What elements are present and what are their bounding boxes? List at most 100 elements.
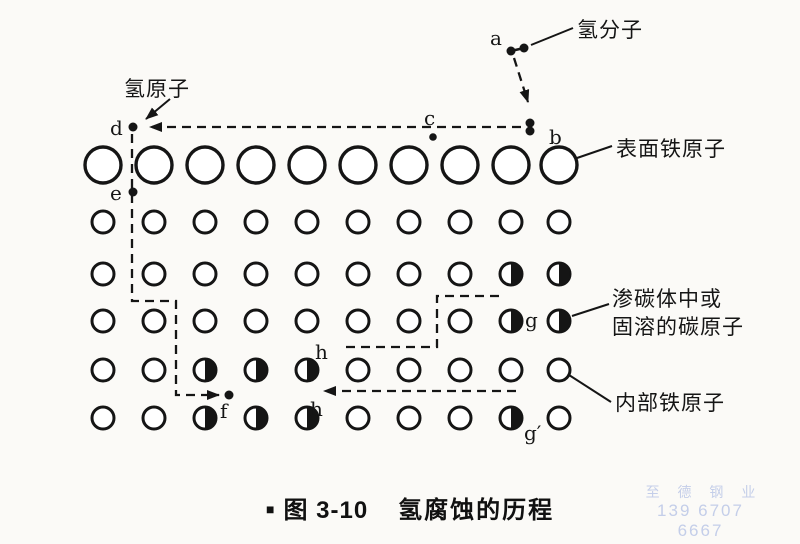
internal-iron-atom xyxy=(90,357,116,383)
figure-title: 氢腐蚀的历程 xyxy=(398,497,555,524)
surface-iron-atom xyxy=(389,145,429,185)
internal-iron-atom xyxy=(294,308,320,334)
path-a-to-b xyxy=(512,57,530,103)
internal-iron-atom xyxy=(447,261,473,287)
internal-iron-atom xyxy=(192,261,218,287)
internal-iron-atom xyxy=(396,209,422,235)
label-hydrogen-molecule: 氢分子 xyxy=(577,19,643,42)
hydrogen-atom-dot-b1 xyxy=(525,118,535,128)
internal-iron-atom xyxy=(192,308,218,334)
internal-iron-atom xyxy=(141,308,167,334)
carbon-atom-half-fill xyxy=(511,263,522,285)
hydrogen-atom-dot-d xyxy=(128,122,138,132)
carbon-atom-half-fill xyxy=(511,310,522,332)
surface-iron-atom xyxy=(287,145,327,185)
surface-iron-atom xyxy=(134,145,174,185)
internal-iron-atom xyxy=(447,308,473,334)
watermark-phone: 139 6707 6667 xyxy=(657,500,744,541)
internal-iron-atom xyxy=(243,209,269,235)
internal-iron-atom xyxy=(345,405,371,431)
point-label-g-prime: g′ xyxy=(524,421,542,445)
surface-iron-atom xyxy=(539,145,579,185)
label-carbon-line2: 固溶的碳原子 xyxy=(612,316,744,339)
figure-number: 图 3-10 xyxy=(283,497,369,524)
internal-iron-atom xyxy=(447,405,473,431)
hydrogen-atom-dot-b2 xyxy=(525,126,535,136)
point-label-d: d xyxy=(110,116,123,140)
carbon-atom-half-fill xyxy=(256,359,267,381)
internal-iron-atom xyxy=(243,261,269,287)
path-h-to-g xyxy=(346,294,504,349)
point-label-a: a xyxy=(490,26,502,50)
surface-iron-atom xyxy=(83,145,123,185)
internal-iron-atom xyxy=(447,357,473,383)
surface-iron-atom xyxy=(236,145,276,185)
carbon-atom-half-fill xyxy=(511,407,522,429)
leader-line-hydrogen-atom xyxy=(145,98,171,120)
internal-iron-atom xyxy=(141,357,167,383)
internal-iron-atom xyxy=(141,209,167,235)
point-label-c: c xyxy=(424,106,435,130)
path-d-e-to-f xyxy=(130,134,220,400)
label-internal-iron: 内部铁原子 xyxy=(615,392,725,415)
internal-iron-atom xyxy=(141,405,167,431)
internal-iron-atom xyxy=(498,357,524,383)
internal-iron-atom xyxy=(345,261,371,287)
point-label-h-upper: h xyxy=(315,340,328,364)
point-label-f: f xyxy=(220,399,229,423)
point-label-g: g xyxy=(525,308,538,332)
internal-iron-atom xyxy=(396,261,422,287)
carbon-atom-half-fill xyxy=(256,407,267,429)
internal-iron-atom xyxy=(396,357,422,383)
internal-iron-atom xyxy=(546,357,572,383)
internal-iron-atom xyxy=(294,209,320,235)
internal-iron-atom xyxy=(396,308,422,334)
hydrogen-atom-dot-a1 xyxy=(506,46,516,56)
internal-iron-atom xyxy=(345,209,371,235)
hydrogen-atom-dot-f xyxy=(224,390,234,400)
leader-line-hydrogen-molecule xyxy=(530,27,574,46)
atom-lattice xyxy=(83,145,579,431)
internal-iron-atom xyxy=(498,209,524,235)
watermark-name: 至 德 钢 业 xyxy=(645,484,763,500)
carbon-atom-half-fill xyxy=(559,263,570,285)
surface-iron-atom xyxy=(440,145,480,185)
internal-iron-atom xyxy=(90,209,116,235)
internal-iron-atom xyxy=(447,209,473,235)
leader-line-surface-iron xyxy=(576,145,613,159)
internal-iron-atom xyxy=(90,405,116,431)
internal-iron-atom xyxy=(345,308,371,334)
internal-iron-atom xyxy=(345,357,371,383)
caption-bullet-icon: ■ xyxy=(266,500,275,517)
carbon-atom-half-fill xyxy=(205,359,216,381)
internal-iron-atom xyxy=(141,261,167,287)
label-carbon-line1: 渗碳体中或 xyxy=(612,288,722,311)
point-label-b: b xyxy=(549,125,562,149)
internal-iron-atom xyxy=(90,308,116,334)
carbon-atom-half-fill xyxy=(307,407,318,429)
label-surface-iron: 表面铁原子 xyxy=(616,138,726,161)
internal-iron-atom xyxy=(396,405,422,431)
leader-line-carbon xyxy=(571,303,610,317)
internal-iron-atom xyxy=(192,209,218,235)
carbon-atom-half-fill xyxy=(307,359,318,381)
label-hydrogen-atom: 氢原子 xyxy=(124,78,190,101)
internal-iron-atom xyxy=(90,261,116,287)
point-label-h-lower: h xyxy=(310,397,323,421)
surface-iron-atom xyxy=(185,145,225,185)
hydrogen-atom-dot-c xyxy=(429,133,437,141)
point-label-e: e xyxy=(110,181,122,205)
leader-line-internal-iron xyxy=(568,374,612,403)
internal-iron-atom xyxy=(546,405,572,431)
internal-iron-atom xyxy=(294,261,320,287)
surface-iron-atom xyxy=(338,145,378,185)
internal-iron-atom xyxy=(243,308,269,334)
carbon-atom-half-fill xyxy=(559,310,570,332)
carbon-atom-half-fill xyxy=(205,407,216,429)
hydrogen-atom-dot-a2 xyxy=(519,43,529,53)
hydrogen-atom-dot-e xyxy=(128,187,138,197)
surface-iron-atom xyxy=(491,145,531,185)
watermark: 至 德 钢 业 139 6707 6667 xyxy=(633,484,768,542)
